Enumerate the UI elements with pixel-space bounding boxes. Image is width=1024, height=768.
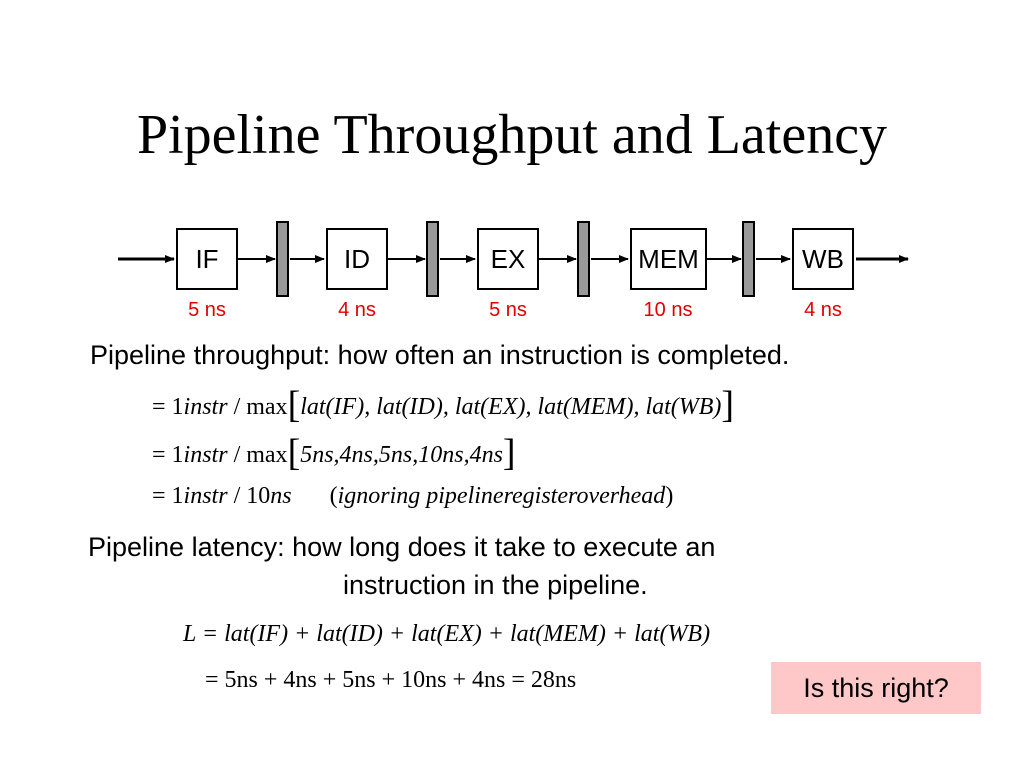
stage-ex: EX: [477, 228, 539, 290]
latency-heading: Pipeline latency: how long does it take …: [88, 532, 716, 562]
eq2-prefix: = 1: [152, 442, 184, 468]
eq2-div: / max: [227, 442, 288, 468]
latency-heading-continued: instruction in the pipeline.: [343, 570, 648, 600]
pipeline-register-3: [577, 221, 590, 297]
latency-wb: 4 ns: [804, 299, 842, 321]
eq1-instr: instr: [183, 394, 228, 420]
throughput-heading: Pipeline throughput: how often an instru…: [90, 340, 790, 370]
latency-equation-1: L = lat(IF) + lat(ID) + lat(EX) + lat(ME…: [183, 621, 711, 647]
latency-id: 4 ns: [338, 299, 376, 321]
eq1-div: / max: [227, 394, 288, 420]
stage-if: IF: [176, 228, 238, 290]
eq3-note: ignoring pipelineregisteroverhead: [337, 483, 666, 509]
eq1-body: lat(IF), lat(ID), lat(EX), lat(MEM), lat…: [300, 394, 722, 420]
stage-id: ID: [326, 228, 388, 290]
slide-title: Pipeline Throughput and Latency: [136, 104, 888, 166]
throughput-equation-1: = 1instr / max[lat(IF), lat(ID), lat(EX)…: [152, 384, 735, 426]
eq3-instr: instr: [183, 483, 228, 509]
eq1-prefix: = 1: [152, 394, 184, 420]
latency-mem: 10 ns: [643, 299, 693, 321]
eq3-div: / 10: [227, 483, 271, 509]
question-callout: Is this right?: [771, 662, 981, 714]
latency-equation-2: = 5ns + 4ns + 5ns + 10ns + 4ns = 28ns: [205, 667, 577, 693]
eq3-unit: ns: [270, 483, 292, 509]
pipeline-register-1: [276, 221, 289, 297]
stage-wb: WB: [792, 228, 854, 290]
throughput-equation-2: = 1instr / max[5ns,4ns,5ns,10ns,4ns]: [152, 432, 516, 474]
pipeline-register-2: [426, 221, 439, 297]
pipeline-register-4: [742, 221, 755, 297]
throughput-equation-3: = 1instr / 10ns(ignoring pipelineregiste…: [152, 483, 674, 509]
eq2-body: 5ns,4ns,5ns,10ns,4ns: [300, 442, 503, 468]
latency-ex: 5 ns: [489, 299, 527, 321]
eq2-instr: instr: [183, 442, 228, 468]
stage-mem: MEM: [630, 228, 707, 290]
latency-if: 5 ns: [188, 299, 226, 321]
eq3-prefix: = 1: [152, 483, 184, 509]
